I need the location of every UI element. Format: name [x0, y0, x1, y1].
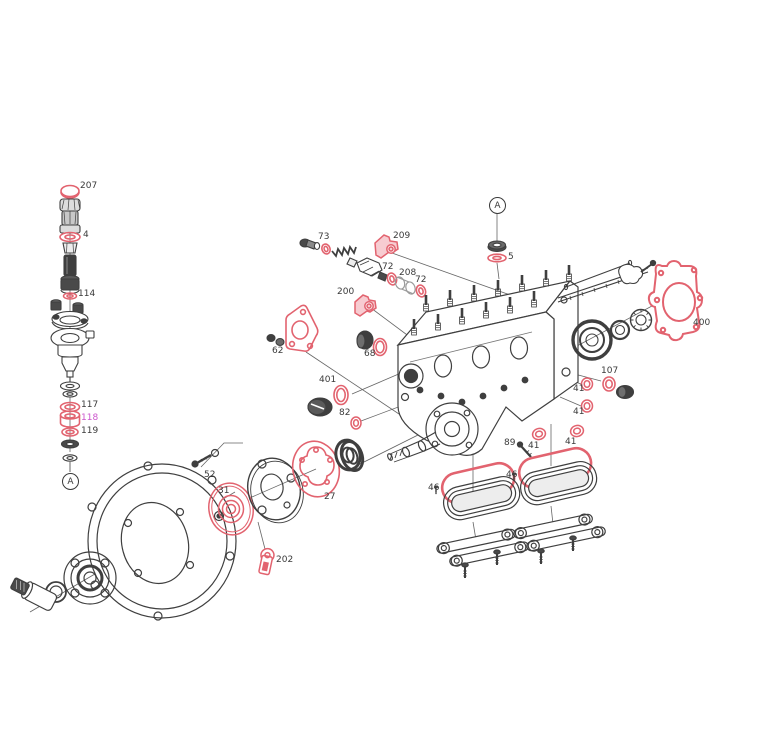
part-119-seal[interactable] [61, 427, 79, 437]
callout-a-top[interactable]: A [489, 197, 506, 214]
part-52-bolt [191, 448, 220, 468]
bottom-cover-right [511, 446, 606, 565]
part-label-114[interactable]: 114 [78, 289, 96, 299]
callout-a-injector[interactable]: A [62, 473, 79, 490]
part-label-41b[interactable]: 41 [573, 407, 585, 417]
part-207-cap[interactable] [60, 184, 80, 199]
part-label-82[interactable]: 82 [339, 408, 351, 418]
part-4-seal[interactable] [59, 231, 81, 243]
part-27-coupling-disc[interactable] [287, 437, 344, 502]
part-202-key[interactable] [257, 547, 275, 576]
part-208-sleeve [394, 276, 416, 295]
part-5-washer[interactable] [487, 253, 507, 263]
part-label-68[interactable]: 68 [364, 349, 376, 359]
part-label-202[interactable]: 202 [276, 555, 294, 565]
camshaft [387, 431, 441, 463]
part-label-400[interactable]: 400 [693, 318, 711, 328]
bottom-cover-left [433, 461, 529, 579]
part-label-27[interactable]: 27 [324, 492, 336, 502]
part-label-62[interactable]: 62 [272, 346, 284, 356]
part-label-200[interactable]: 200 [337, 287, 355, 297]
part-400-gasket[interactable] [647, 259, 704, 342]
part-label-117[interactable]: 117 [81, 400, 99, 410]
part-62-gasket[interactable] [285, 304, 319, 352]
part-label-107[interactable]: 107 [601, 366, 619, 376]
part-41-seal-b[interactable] [580, 399, 594, 413]
pump-housing [339, 263, 579, 473]
part-41-seal-d[interactable] [569, 424, 585, 438]
part-82-seal[interactable] [350, 416, 362, 430]
part-89-screw [516, 441, 532, 458]
part-label-208[interactable]: 208 [399, 268, 417, 278]
part-107-seal[interactable] [602, 376, 616, 392]
part-209-overflow-valve[interactable] [374, 234, 399, 259]
part-label-46b[interactable]: 46 [506, 470, 518, 480]
part-68-seal[interactable] [372, 337, 388, 357]
part-label-118-selected[interactable]: 118 [81, 413, 99, 423]
part-label-5[interactable]: 5 [508, 252, 514, 262]
part-label-46a[interactable]: 46 [428, 483, 440, 493]
part-label-72a[interactable]: 72 [382, 262, 394, 272]
part-200-bracket[interactable] [354, 294, 377, 317]
part-label-41d[interactable]: 41 [565, 437, 577, 447]
part-label-52[interactable]: 52 [204, 470, 216, 480]
part-label-72b[interactable]: 72 [415, 275, 427, 285]
part-label-209[interactable]: 209 [393, 231, 411, 241]
part-label-41c[interactable]: 41 [528, 441, 540, 451]
drive-hub [63, 551, 117, 605]
injector-assembly [50, 184, 95, 472]
right-plugs [516, 376, 635, 458]
part-label-4[interactable]: 4 [83, 230, 89, 240]
rear-bearing-group [571, 308, 653, 361]
part-72-seal-b[interactable] [415, 284, 427, 298]
part-114-seal[interactable] [62, 292, 78, 300]
part-401-seal[interactable] [333, 384, 349, 406]
coupling-bearing [334, 438, 362, 472]
part-label-41a[interactable]: 41 [573, 384, 585, 394]
delivery-valve-assembly [299, 234, 507, 317]
part-label-119[interactable]: 119 [81, 426, 99, 436]
part-label-89[interactable]: 89 [504, 438, 516, 448]
part-label-207[interactable]: 207 [80, 181, 98, 191]
part-label-31[interactable]: 31 [218, 486, 230, 496]
side-cover-parts [266, 304, 388, 430]
part-118-sleeve-selected[interactable] [59, 410, 81, 428]
coupling-flange [247, 457, 304, 524]
part-41-seal-c[interactable] [531, 427, 547, 441]
flywheel-housing-group [10, 437, 362, 621]
part-label-73[interactable]: 73 [318, 232, 330, 242]
control-rack [557, 259, 657, 303]
part-73-seal[interactable] [321, 243, 332, 255]
part-label-401[interactable]: 401 [319, 375, 337, 385]
part-41-seal-a[interactable] [580, 377, 594, 391]
